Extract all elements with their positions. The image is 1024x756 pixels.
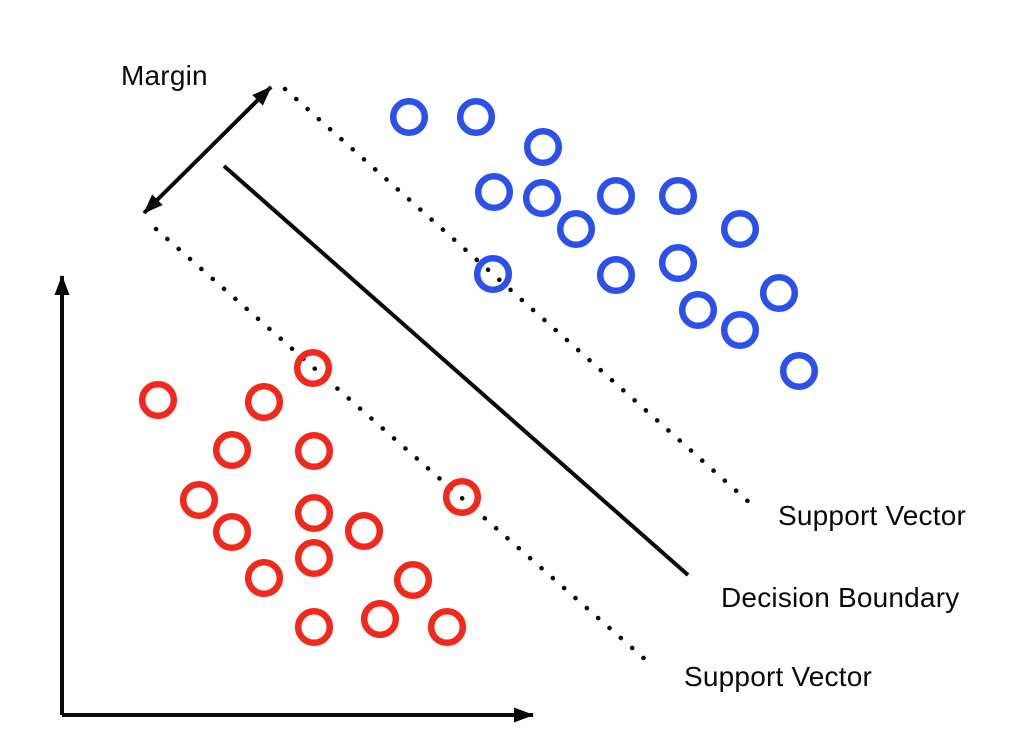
margin-arrow [142,85,273,215]
support-vector-line-upper [282,86,754,507]
data-point-red [179,480,219,520]
data-point-red [294,431,334,471]
data-point-blue [658,243,698,283]
decision-boundary-label: Decision Boundary [721,582,960,613]
data-point-blue [474,172,514,212]
data-point-red [360,599,400,639]
data-point-blue [759,273,799,313]
data-point-red [212,512,252,552]
data-point-blue [779,351,819,391]
data-point-blue [720,209,760,249]
data-point-blue [522,178,562,218]
data-point-blue [596,255,636,295]
data-point-red [293,348,333,388]
support-vector-line-lower [153,226,650,664]
data-point-red [244,558,284,598]
data-point-red [294,493,334,533]
data-point-blue [456,97,496,137]
data-point-red [442,477,482,517]
data-point-red [212,430,252,470]
data-point-blue [720,310,760,350]
decision-boundary-line [222,164,690,577]
data-point-blue [389,97,429,137]
data-point-blue [523,127,563,167]
margin-label: Margin [121,60,208,91]
support-vector-label-bottom: Support Vector [684,661,873,692]
data-point-red [294,607,334,647]
data-point-red [138,380,178,420]
data-point-blue [678,290,718,330]
data-point-blue [596,176,636,216]
data-point-red [344,511,384,551]
data-point-red [393,560,433,600]
data-point-blue [473,254,513,294]
data-point-blue [658,176,698,216]
data-point-blue [556,209,596,249]
data-point-red [244,382,284,422]
support-vector-label-top: Support Vector [778,500,967,531]
data-point-red [294,538,334,578]
data-point-red [427,607,467,647]
